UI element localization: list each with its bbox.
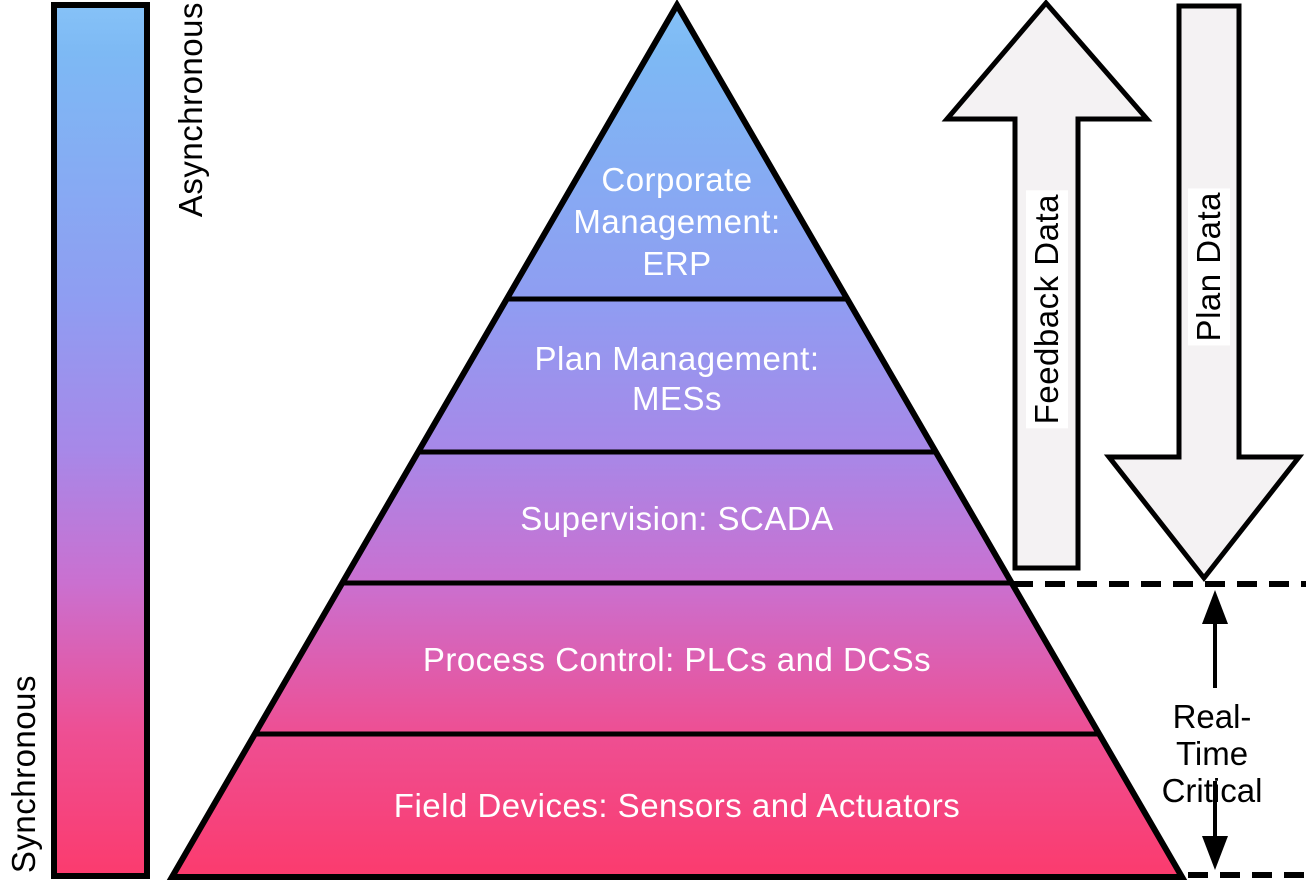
level-label-plan-management: Plan Management: MESs [534, 340, 820, 417]
sync-async-gradient-bar [51, 2, 150, 879]
synchronous-label: Synchronous [5, 674, 42, 874]
synchronous-label-wrap: Synchronous [0, 668, 50, 880]
pyramid-shape [166, 0, 1188, 880]
feedback-data-label-wrap: Feedback Data [1015, 186, 1078, 432]
down-arrowhead-icon [1202, 836, 1228, 870]
asynchronous-label: Asynchronous [172, 2, 209, 218]
level-label-supervision: Supervision: SCADA [520, 500, 834, 537]
plan-data-label-wrap: Plan Data [1178, 184, 1240, 350]
level-label-corporate-management: Corporate Management: ERP [573, 161, 781, 282]
real-time-critical-label: Real-Time Critical [1161, 698, 1263, 809]
level-label-process-control: Process Control: PLCs and DCSs [422, 641, 932, 678]
real-time-critical-range-arrow [1202, 590, 1228, 870]
up-arrowhead-icon [1202, 590, 1228, 624]
asynchronous-label-wrap: Asynchronous [162, 2, 220, 218]
level-label-field-devices: Field Devices: Sensors and Actuators [393, 787, 961, 824]
feedback-data-label: Feedback Data [1025, 189, 1068, 429]
plan-data-label: Plan Data [1188, 188, 1230, 346]
